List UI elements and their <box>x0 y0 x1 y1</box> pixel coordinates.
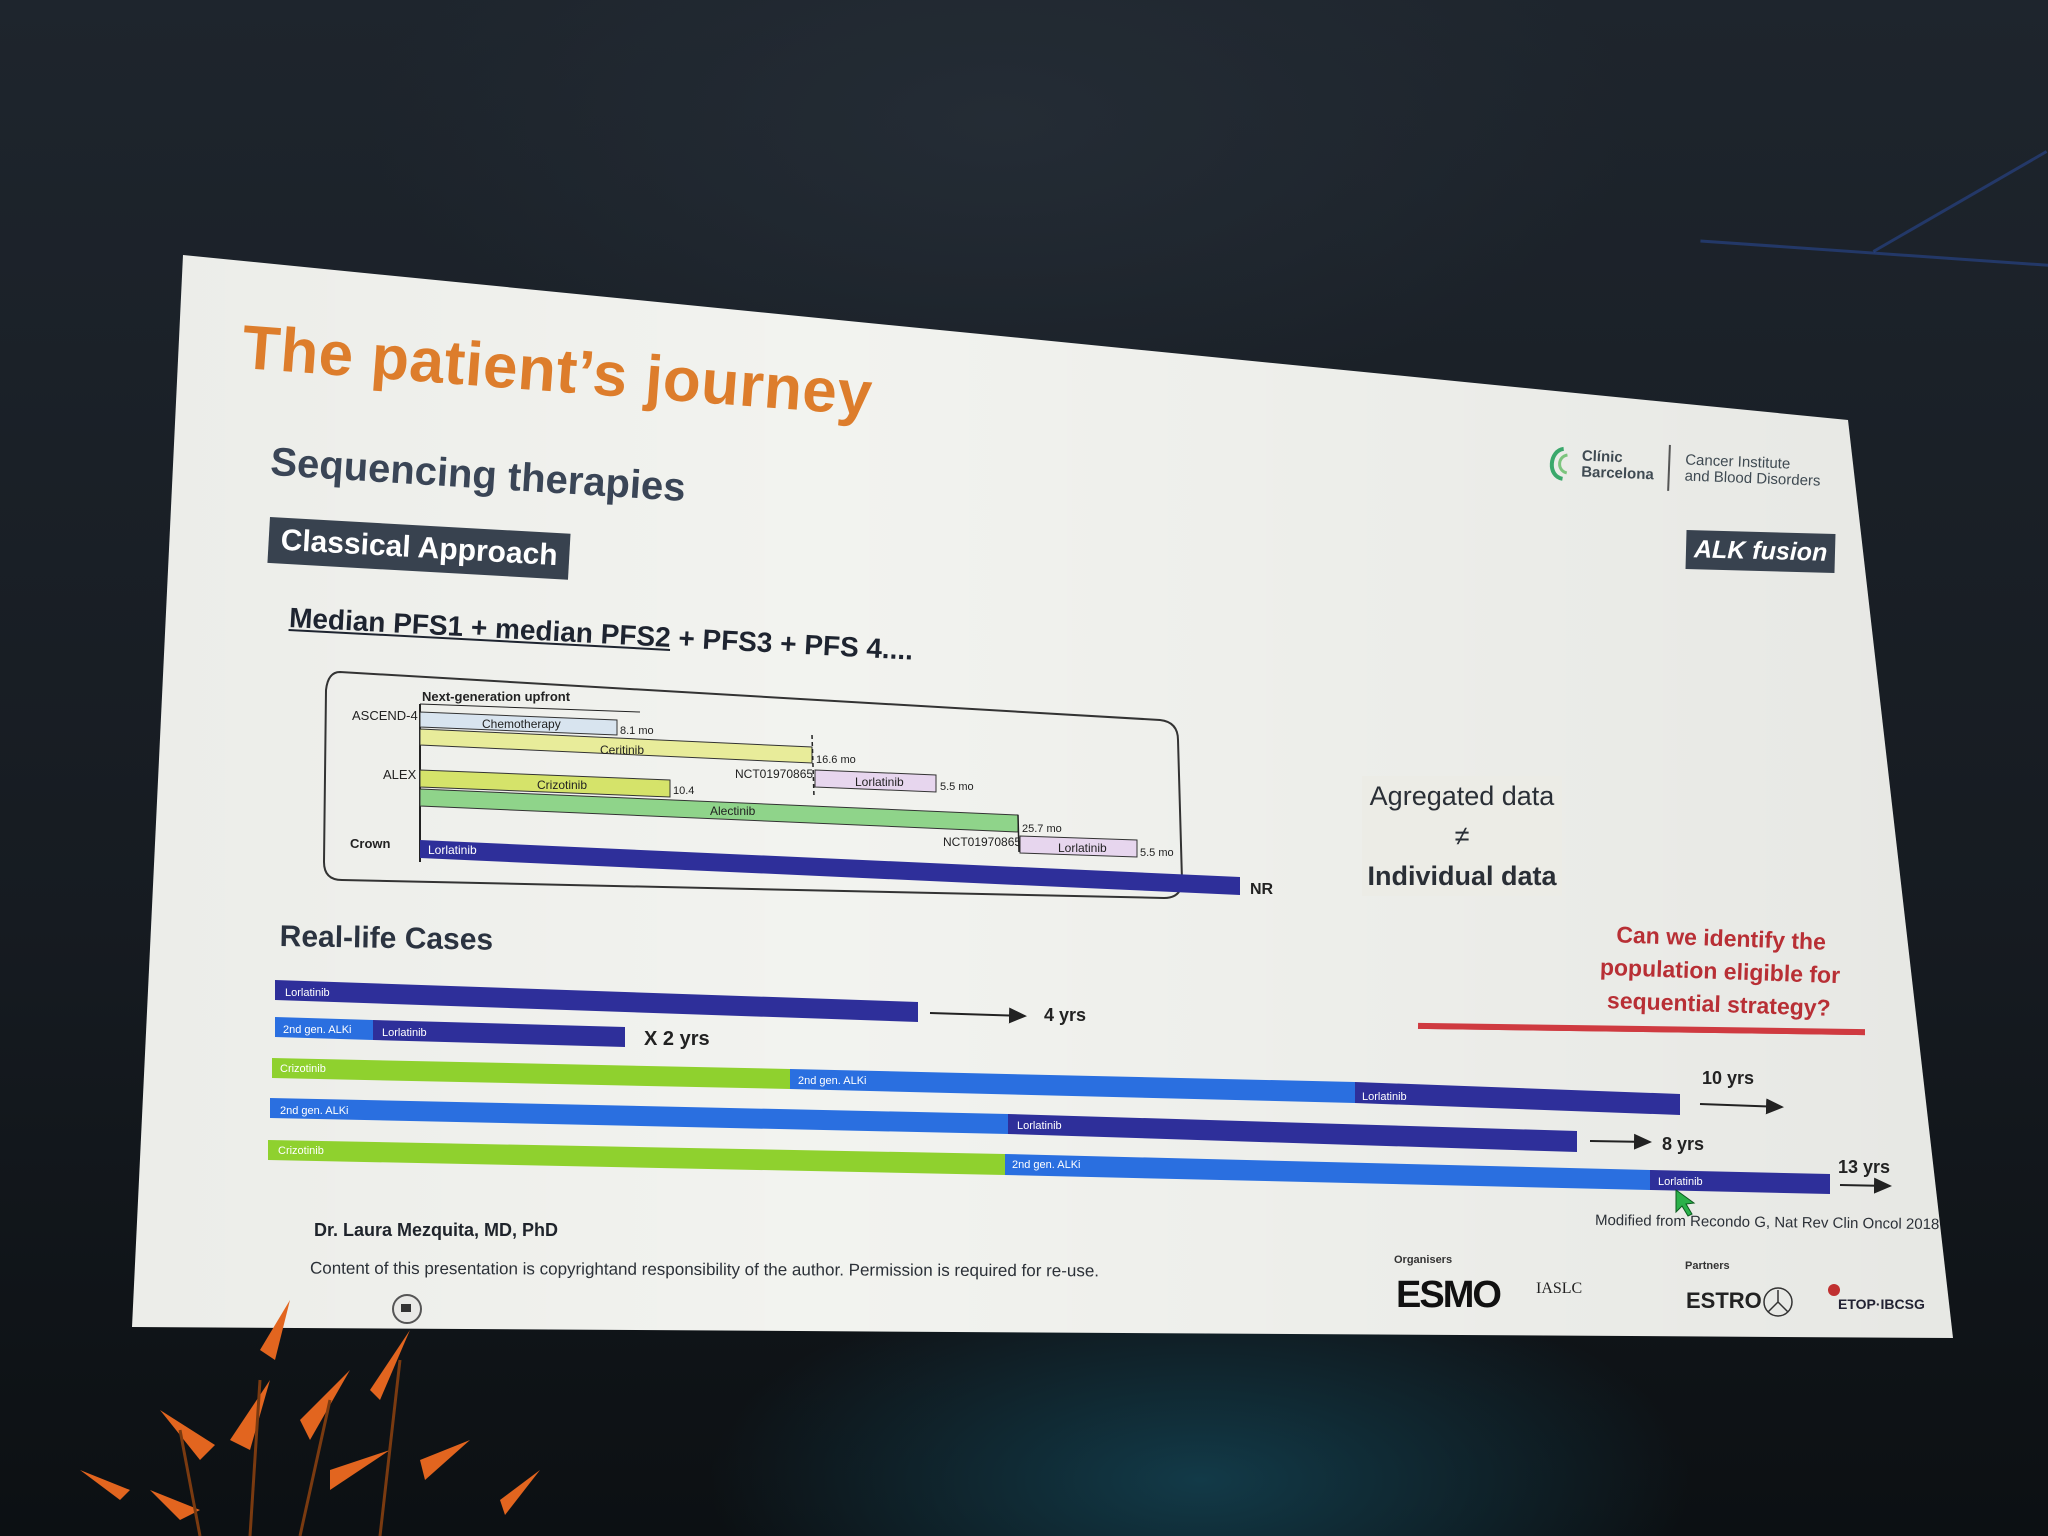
ceritinib-label: Ceritinib <box>600 743 644 757</box>
case1-arrow <box>929 1007 1027 1024</box>
case3-lorlatinib-label: Lorlatinib <box>1362 1091 1407 1103</box>
lorlatinib-bar-2 <box>1019 835 1138 858</box>
chemotherapy-label: Chemotherapy <box>482 717 561 731</box>
camera-icon <box>392 1294 422 1324</box>
case1-lorlatinib-label: Lorlatinib <box>285 987 330 999</box>
crizotinib-trial-mo: 10.4 <box>673 785 694 797</box>
case2-lorlatinib-label: Lorlatinib <box>382 1027 427 1039</box>
etop-ibcsg-logo: ETOP·IBCSG <box>1838 1296 1925 1312</box>
ascend-label: ASCEND-4 <box>352 708 418 723</box>
case5-crizotinib-bar <box>268 1140 1005 1175</box>
orange-lily-flowers <box>80 1300 540 1520</box>
case5-alki-label: 2nd gen. ALKi <box>1012 1159 1081 1171</box>
case5-crizotinib-label: Crizotinib <box>278 1145 324 1157</box>
clinic-logo-icon <box>1549 446 1568 481</box>
case1-years: 4 yrs <box>1044 1005 1086 1025</box>
aggregated-vs-individual: Agregated data ≠ Individual data <box>1362 776 1562 896</box>
ceritinib-mo: 16.6 mo <box>816 754 856 766</box>
author-name: Dr. Laura Mezquita, MD, PhD <box>314 1220 559 1240</box>
case5-lorlatinib-label: Lorlatinib <box>1658 1176 1703 1188</box>
pointer-cursor-icon <box>1675 1189 1696 1217</box>
crown-label: Crown <box>350 836 391 851</box>
crizotinib-trial-bar <box>419 769 671 798</box>
case4-lorlatinib-label: Lorlatinib <box>1017 1120 1062 1132</box>
case2-lorlatinib-bar <box>373 1020 625 1047</box>
partners-label: Partners <box>1685 1260 1730 1272</box>
esmo-logo: ESMO <box>1396 1274 1502 1316</box>
lorlatinib-bar-1 <box>814 769 937 793</box>
nct-label-1: NCT01970865 <box>735 767 813 781</box>
case3-crizotinib-label: Crizotinib <box>280 1063 326 1075</box>
trials-box <box>322 670 1184 900</box>
alex-label: ALEX <box>383 767 417 782</box>
case4-lorlatinib-bar <box>1008 1114 1577 1152</box>
crown-lorlatinib-bar <box>420 840 1240 895</box>
lorlatinib-label-2: Lorlatinib <box>1058 841 1107 855</box>
aggregated-data-text: Agregated data <box>1369 781 1555 811</box>
alectinib-mo: 25.7 mo <box>1022 823 1062 835</box>
trials-header-line <box>419 703 641 713</box>
case5-arrow <box>1839 1177 1892 1194</box>
case3-lorlatinib-bar <box>1355 1082 1680 1115</box>
case3-arrow <box>1699 1098 1784 1115</box>
lorlatinib-label-1: Lorlatinib <box>855 775 904 789</box>
crizotinib-trial-label: Crizotinib <box>537 778 587 792</box>
organisers-label: Organisers <box>1394 1254 1453 1266</box>
individual-data-text: Individual data <box>1367 861 1557 891</box>
chemotherapy-mo: 8.1 mo <box>620 725 654 737</box>
crown-lorlatinib-label: Lorlatinib <box>428 843 477 857</box>
case2-years: X 2 yrs <box>644 1028 710 1050</box>
case3-alki-bar <box>790 1069 1355 1103</box>
case2-alki-bar <box>275 1017 373 1040</box>
lorlatinib-mo-2: 5.5 mo <box>1140 847 1174 859</box>
lorlatinib-mo-1: 5.5 mo <box>940 781 974 793</box>
alectinib-label: Alectinib <box>710 804 756 818</box>
case5-years: 13 yrs <box>1838 1157 1890 1177</box>
case3-crizotinib-bar <box>272 1058 790 1089</box>
chemotherapy-bar <box>419 711 618 736</box>
case4-alki-bar <box>270 1098 1008 1134</box>
ceritinib-bar <box>419 728 813 764</box>
case1-lorlatinib-bar <box>275 980 918 1022</box>
nct-label-2: NCT01970865 <box>943 835 1021 849</box>
case4-arrow <box>1589 1133 1652 1150</box>
case3-years: 10 yrs <box>1702 1068 1754 1088</box>
ceritinib-divider <box>811 734 815 798</box>
iaslc-logo: IASLC <box>1536 1280 1583 1297</box>
estro-logo: ESTRO <box>1686 1288 1762 1313</box>
trials-header: Next-generation upfront <box>422 689 571 704</box>
case4-alki-label: 2nd gen. ALKi <box>280 1105 349 1117</box>
alectinib-divider <box>1017 814 1020 853</box>
case2-alki-label: 2nd gen. ALKi <box>283 1024 352 1036</box>
case3-alki-label: 2nd gen. ALKi <box>798 1075 867 1087</box>
case5-alki-bar <box>1005 1154 1650 1190</box>
case5-lorlatinib-bar <box>1650 1170 1830 1194</box>
not-equal-symbol: ≠ <box>1454 821 1470 851</box>
case4-years: 8 yrs <box>1662 1134 1704 1154</box>
nr-label: NR <box>1250 881 1274 898</box>
